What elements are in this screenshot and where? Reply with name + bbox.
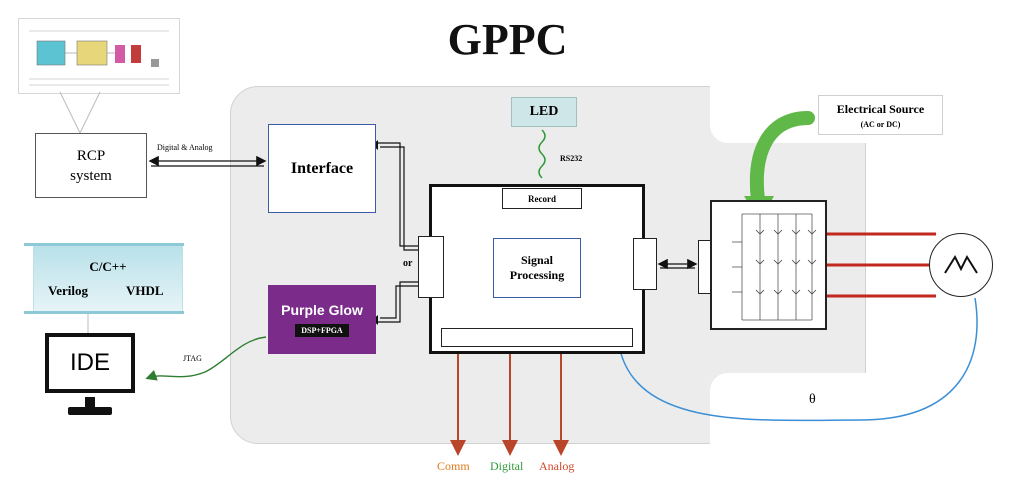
left-connector	[418, 236, 444, 298]
comm-label: Comm	[437, 459, 470, 473]
diagram-title: GPPC	[447, 15, 568, 64]
language-verilog: Verilog	[48, 283, 88, 298]
purple-glow-subtitle: DSP+FPGA	[295, 324, 349, 337]
purple-glow-box: Purple Glow DSP+FPGA	[268, 285, 376, 354]
ide-monitor-icon: IDE	[45, 333, 135, 393]
link-label-digital-analog: Digital & Analog	[157, 143, 213, 152]
language-box-bottom-border	[24, 311, 184, 314]
signal-processing-line1: Signal	[520, 253, 553, 267]
rcp-label-line1: RCP	[76, 147, 106, 164]
language-vhdl: VHDL	[126, 283, 164, 298]
right-connector	[633, 238, 657, 290]
board-notch-bottom	[710, 373, 866, 445]
record-box: Record	[502, 188, 582, 209]
led-box: LED	[511, 97, 577, 127]
digital-label: Digital	[490, 459, 524, 473]
electrical-source-box: Electrical Source (AC or DC)	[818, 95, 943, 135]
rcp-thumbnail-image	[18, 18, 180, 94]
ide-label: IDE	[69, 349, 110, 376]
electrical-source-subtitle: (AC or DC)	[860, 119, 901, 129]
motor-icon	[929, 233, 993, 297]
purple-glow-title: Purple Glow	[281, 302, 363, 318]
monitor-base-icon	[68, 407, 112, 415]
signal-processing-box: Signal Processing	[493, 238, 581, 298]
language-cpp: C/C++	[89, 259, 127, 274]
signal-processing-line2: Processing	[509, 268, 565, 282]
interface-box: Interface	[268, 124, 376, 213]
analog-label: Analog	[539, 459, 575, 473]
monitor-stand-icon	[85, 397, 95, 407]
languages-box: C/C++ Verilog VHDL	[33, 246, 183, 312]
inverter-circuit	[710, 200, 827, 330]
jtag-label: JTAG	[183, 354, 202, 363]
rcp-system-box: RCP system	[35, 133, 147, 198]
theta-label: θ	[809, 392, 816, 407]
or-label: or	[403, 258, 413, 269]
rcp-label-line2: system	[70, 167, 112, 184]
electrical-source-title: Electrical Source	[836, 101, 925, 116]
language-box-top-border	[24, 243, 184, 246]
io-bar	[441, 328, 633, 347]
rs232-label: RS232	[560, 154, 583, 163]
